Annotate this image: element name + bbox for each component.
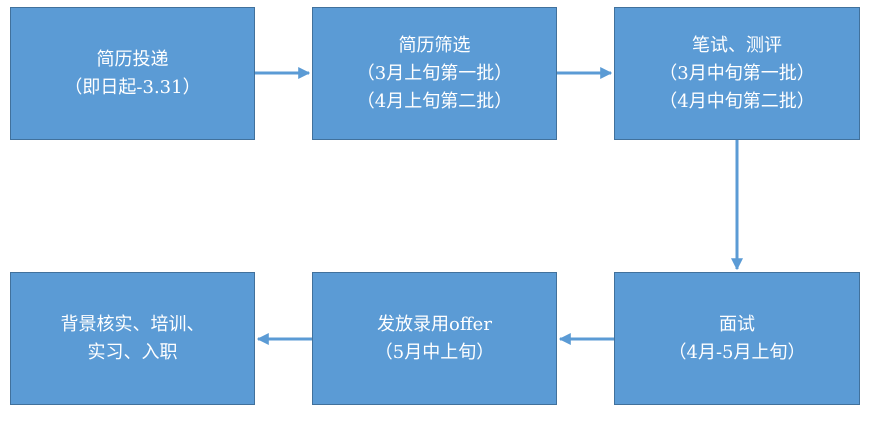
step-title: 笔试、测评 (692, 34, 782, 56)
step-date: （4月-5月上旬） (668, 341, 806, 363)
step-date: （即日起-3.31） (64, 76, 201, 98)
step-title-line-1: 背景核实、培训、 (60, 313, 205, 335)
step-resume-screening: 简历筛选 （3月上旬第一批） （4月上旬第二批） (312, 7, 557, 140)
step-date-batch-2: （4月中旬第二批） (659, 90, 815, 112)
step-title-line-2: 实习、入职 (87, 341, 178, 363)
step-date-batch-1: （3月中旬第一批） (659, 62, 815, 84)
step-title: 发放录用offer (377, 313, 492, 335)
step-onboarding: 背景核实、培训、 实习、入职 (10, 272, 255, 405)
step-title: 简历筛选 (398, 34, 471, 56)
step-date-batch-2: （4月上旬第二批） (356, 90, 513, 112)
step-title: 简历投递 (96, 48, 169, 70)
step-date: （5月中上旬） (374, 341, 495, 363)
step-date-batch-1: （3月上旬第一批） (356, 62, 513, 84)
step-resume-submission: 简历投递 （即日起-3.31） (10, 7, 255, 140)
step-title: 面试 (719, 313, 755, 335)
step-interview: 面试 （4月-5月上旬） (614, 272, 860, 405)
step-offer: 发放录用offer （5月中上旬） (312, 272, 557, 405)
step-written-test: 笔试、测评 （3月中旬第一批） （4月中旬第二批） (614, 7, 860, 140)
